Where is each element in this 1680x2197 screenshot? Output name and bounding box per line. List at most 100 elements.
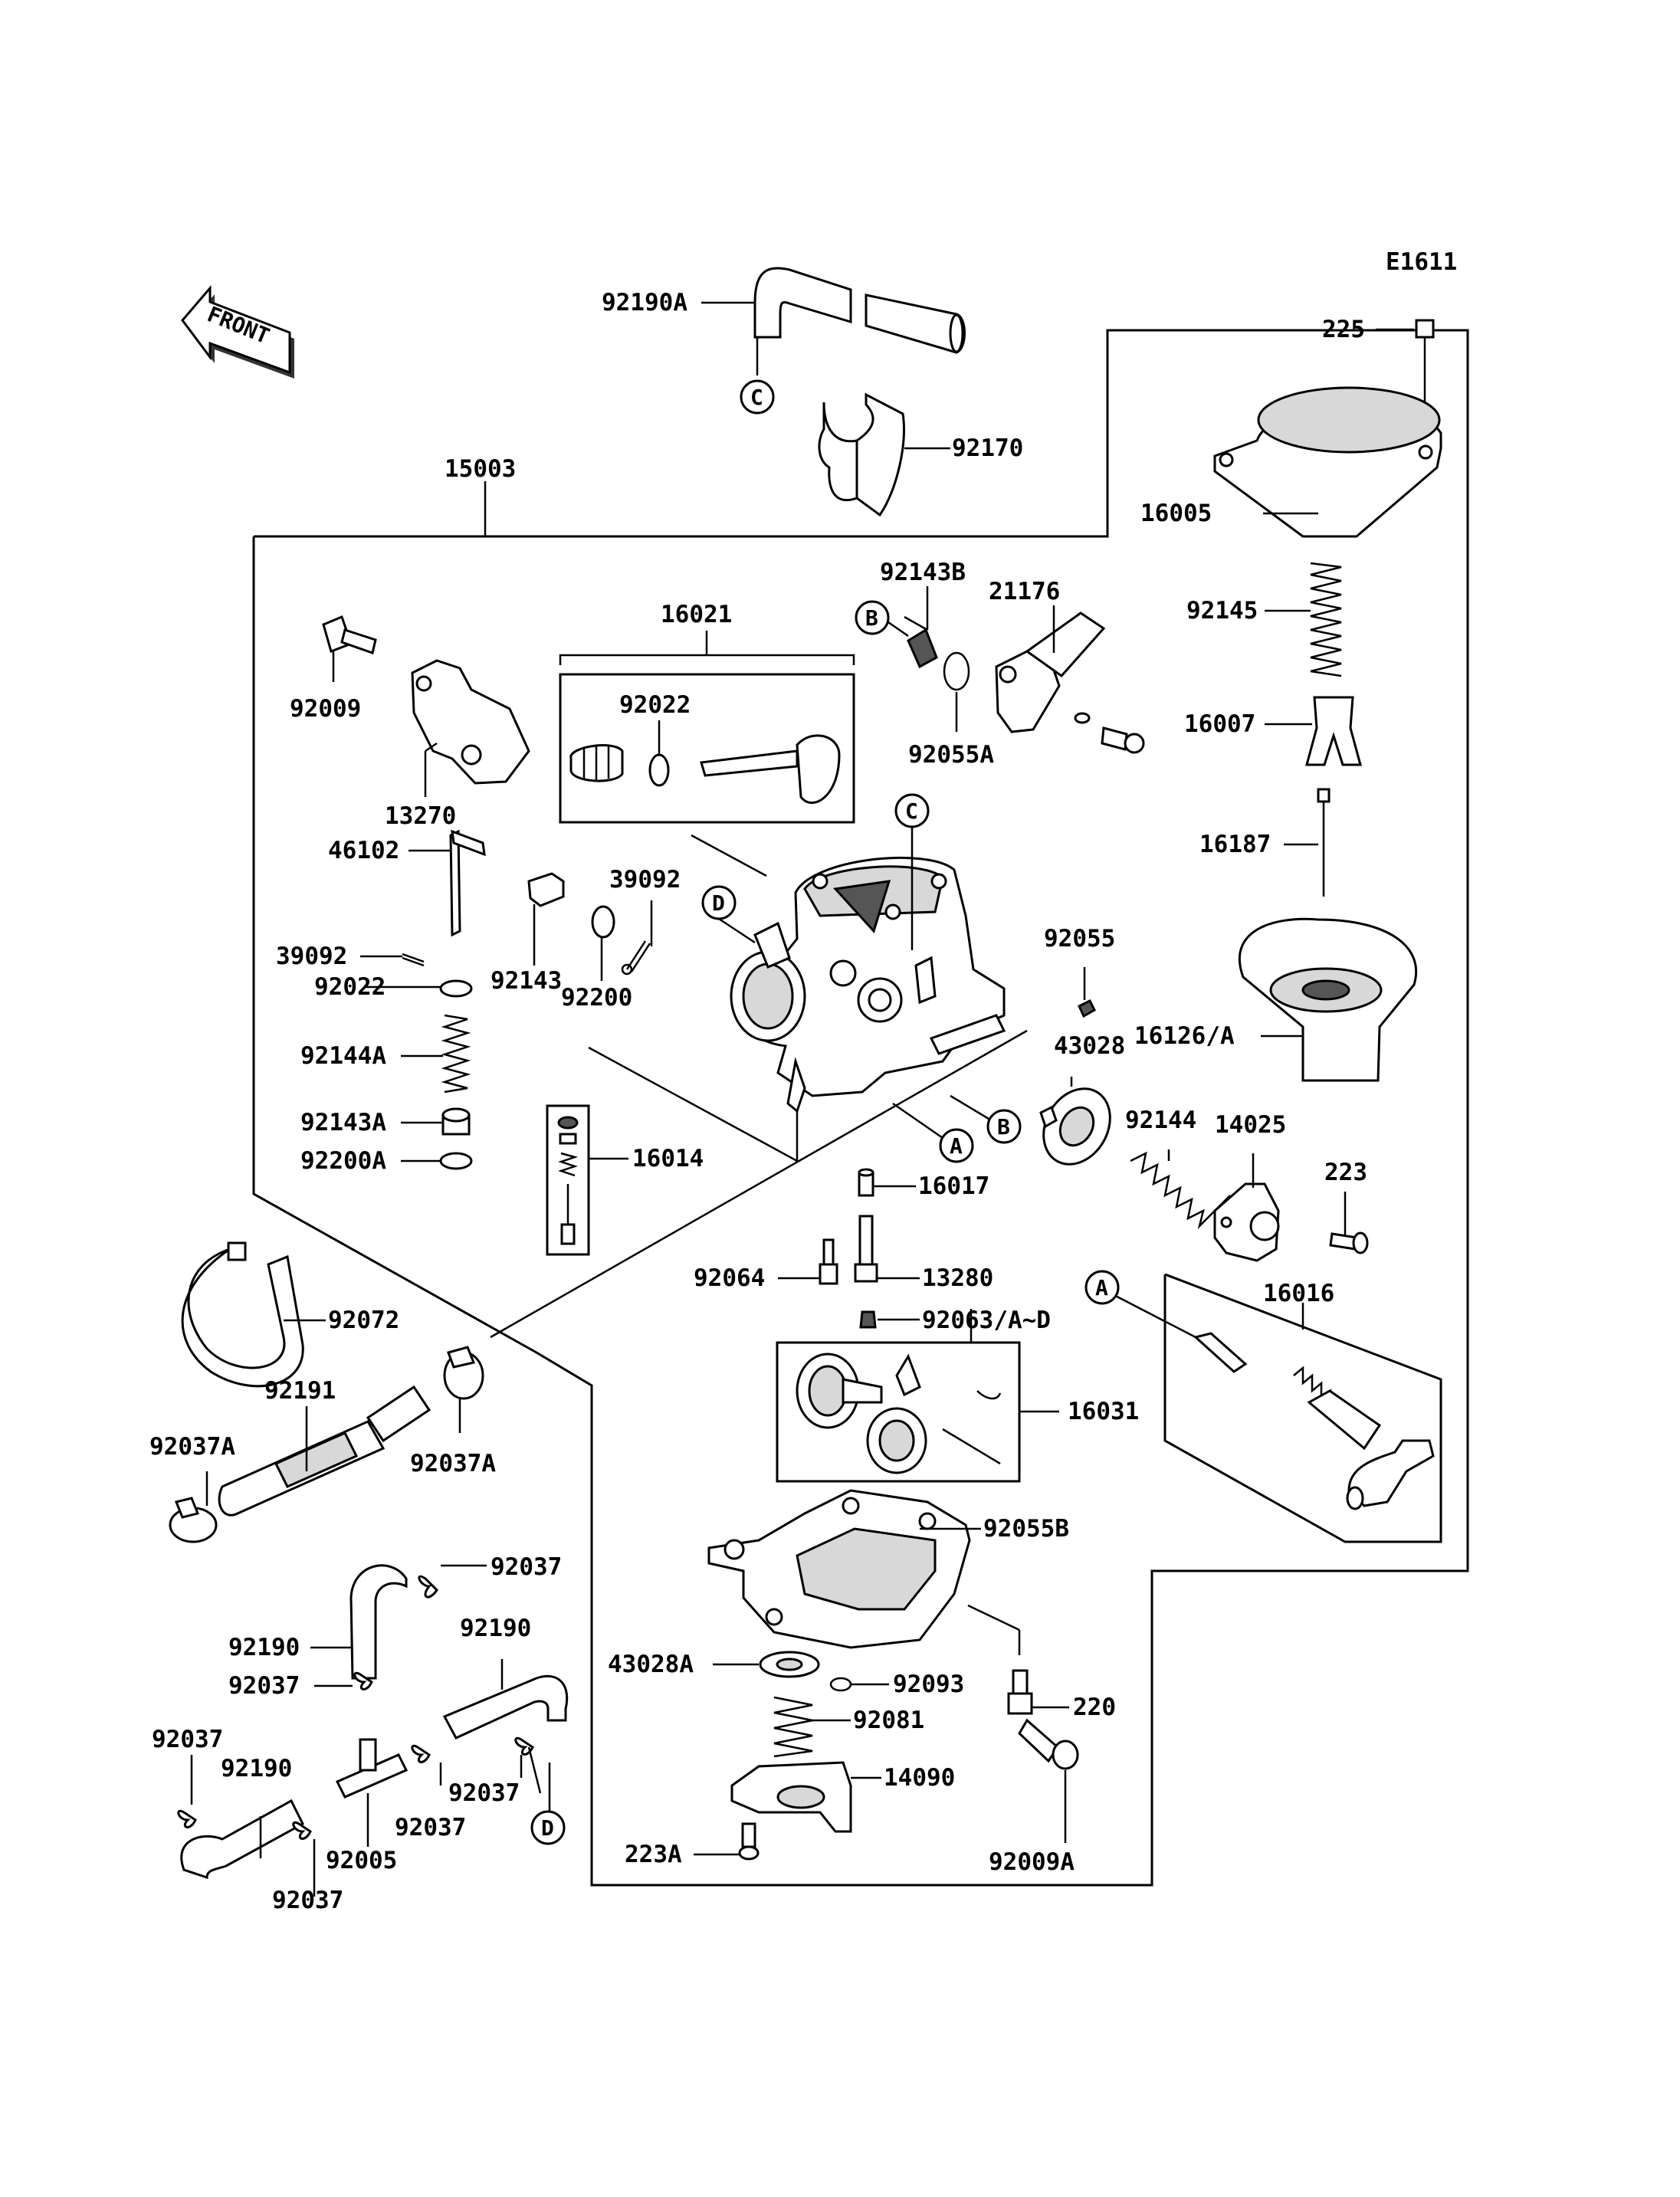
- label-92009A: 92009A: [989, 1848, 1075, 1876]
- label-92037Aa: 92037A: [149, 1433, 235, 1461]
- bush-92143-icon: [527, 872, 565, 907]
- diaphragm-43028-icon: [1039, 1087, 1111, 1166]
- vent-hose-icon: [753, 267, 966, 354]
- label-92072: 92072: [328, 1307, 399, 1334]
- label-92190c: 92190: [221, 1755, 292, 1782]
- label-92055B: 92055B: [983, 1515, 1069, 1543]
- ref-circle-b-body: B: [950, 1094, 1022, 1144]
- screw-223-icon: [1329, 1231, 1369, 1254]
- ref-circle-c-mid: C: [894, 793, 930, 950]
- label-92055: 92055: [1044, 925, 1115, 953]
- label-14025: 14025: [1215, 1111, 1286, 1139]
- part-labels: E1611 92190A 92170 225 15003 16005 92143…: [149, 248, 1457, 1914]
- jet-92064-icon: [819, 1238, 838, 1285]
- clamp-92037A-left-icon: [169, 1497, 218, 1543]
- label-92005: 92005: [326, 1847, 397, 1874]
- label-16031: 16031: [1068, 1398, 1139, 1425]
- ref-circle-c-top: C: [740, 379, 775, 415]
- jet-92063-icon: [859, 1310, 877, 1329]
- svg-text:D: D: [712, 890, 725, 916]
- cover-14090-icon: [730, 1761, 852, 1833]
- label-225: 225: [1322, 316, 1365, 343]
- hose-clamp-icon: [818, 392, 905, 517]
- o-ring-92093-icon: [829, 1677, 852, 1692]
- needle-holder-icon: [1305, 696, 1362, 766]
- label-92143A: 92143A: [300, 1109, 386, 1136]
- needle-jet-13280-icon: [854, 1215, 878, 1283]
- assembly-frame-15003: [252, 329, 1469, 1887]
- spring-92144-icon: [1130, 1151, 1231, 1230]
- screw-92009-icon: [322, 615, 377, 654]
- label-13280: 13280: [922, 1264, 993, 1292]
- spring-92144A-icon: [441, 1014, 471, 1094]
- svg-text:B: B: [865, 605, 878, 631]
- ref-circle-a-right: A: [1084, 1270, 1120, 1305]
- label-92200: 92200: [561, 984, 632, 1012]
- group-box-16016: [1163, 1273, 1442, 1543]
- label-16017: 16017: [918, 1172, 989, 1200]
- vent-hose-92190a-icon: [349, 1564, 408, 1680]
- jet-needle-icon: [1317, 788, 1331, 897]
- label-43028A: 43028A: [608, 1651, 694, 1678]
- link-bracket-icon: [411, 659, 530, 785]
- pilot-screw-icon: [700, 734, 841, 805]
- spring-92081-icon: [773, 1696, 813, 1758]
- label-39092b: 39092: [276, 943, 347, 970]
- svg-text:C: C: [750, 385, 763, 410]
- pin-39092b-icon: [621, 940, 651, 976]
- label-92064: 92064: [694, 1264, 765, 1292]
- label-92037e: 92037: [395, 1814, 466, 1841]
- vent-hose-92190c-icon: [180, 1799, 304, 1880]
- screw-92009A-icon: [1018, 1718, 1079, 1770]
- label-92081: 92081: [853, 1707, 924, 1734]
- label-92009: 92009: [290, 695, 361, 723]
- washer-92022b-icon: [439, 979, 473, 998]
- clamp-92037A-right-icon: [443, 1346, 484, 1400]
- screw-225-icon: [1415, 319, 1435, 414]
- diaphragm-43028A-icon: [759, 1651, 820, 1678]
- guide-lines: [490, 834, 1028, 1655]
- label-92145: 92145: [1186, 597, 1258, 625]
- label-92093: 92093: [893, 1671, 964, 1698]
- label-92055A: 92055A: [908, 741, 994, 769]
- label-223A: 223A: [625, 1841, 682, 1868]
- label-92190b: 92190: [460, 1615, 531, 1642]
- group-box-16014: [546, 1104, 628, 1256]
- starter-plunger-icon: [1193, 1332, 1435, 1510]
- float-set-icon: [796, 1353, 1002, 1474]
- float-bowl-icon: [707, 1489, 971, 1649]
- pilot-spring-icon: [569, 744, 624, 782]
- label-92144: 92144: [1125, 1107, 1196, 1134]
- screw-223A-icon: [738, 1822, 760, 1861]
- small-cap-icon: [907, 628, 938, 669]
- label-92037b: 92037: [228, 1672, 300, 1700]
- front-arrow-icon: FRONT: [181, 284, 294, 379]
- svg-text:A: A: [1095, 1275, 1108, 1300]
- label-92063AD: 92063/A~D: [922, 1307, 1051, 1334]
- label-39092a: 39092: [609, 866, 681, 894]
- throttle-sensor-icon: [995, 612, 1145, 754]
- spring-92145-icon: [1310, 562, 1342, 677]
- label-16021: 16021: [661, 601, 732, 628]
- cap-92143A-icon: [441, 1107, 471, 1136]
- label-92170: 92170: [952, 434, 1023, 462]
- vacuum-piston-icon: [1238, 917, 1418, 1082]
- label-92022a: 92022: [619, 691, 691, 719]
- cap-16017-icon: [858, 1168, 874, 1197]
- washer-92200A-icon: [439, 1152, 473, 1170]
- label-21176: 21176: [989, 578, 1060, 605]
- label-92037f: 92037: [272, 1887, 343, 1914]
- ref-circle-d-mid: D: [701, 885, 756, 944]
- plug-92055-icon: [1078, 998, 1096, 1018]
- label-92022b: 92022: [314, 973, 386, 1001]
- label-16005: 16005: [1140, 500, 1212, 527]
- svg-text:C: C: [905, 798, 918, 824]
- ref-circle-b-left: B: [855, 600, 909, 638]
- washer-92022-icon: [648, 753, 670, 787]
- leader-lines: [190, 301, 1414, 1897]
- label-92190a: 92190: [228, 1634, 300, 1661]
- label-16126A: 16126/A: [1134, 1022, 1235, 1050]
- ref-circle-d-bottom: D: [530, 1810, 566, 1845]
- svg-text:B: B: [997, 1114, 1010, 1139]
